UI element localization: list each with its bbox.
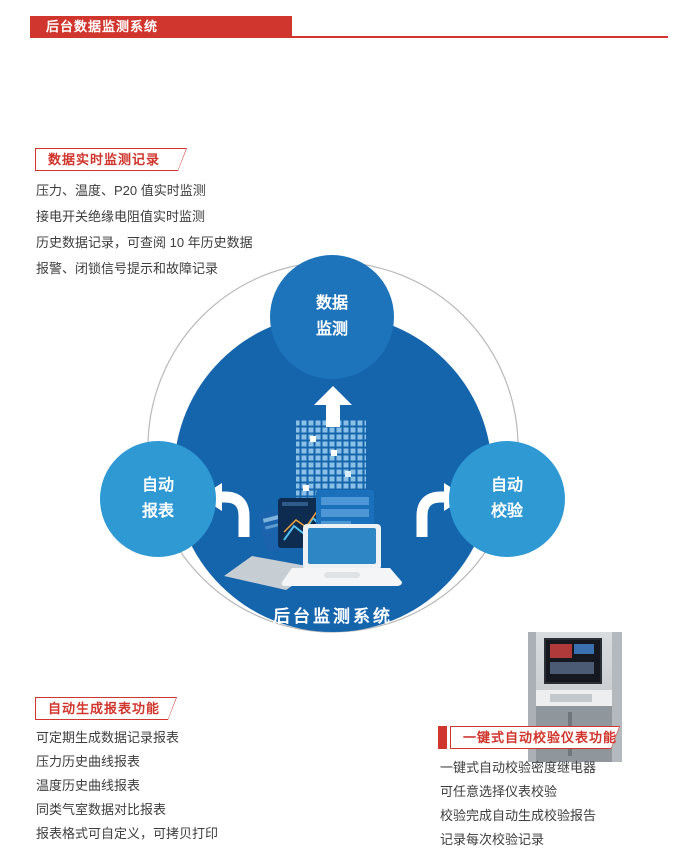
tag-calibration: 一键式自动校验仪表功能 [438,726,620,749]
text-line: 同类气室数据对比报表 [36,802,167,817]
photo-keyboard [550,694,592,702]
node-auto-calibration: 自动 校验 [449,441,565,557]
report-lines: 可定期生成数据记录报表 压力历史曲线报表 温度历史曲线报表 同类气室数据对比报表… [36,726,218,846]
tag-monitor-shape [35,148,187,171]
header-bar: 后台数据监测系统 [30,16,292,38]
page-title: 后台数据监测系统 [46,19,159,34]
tag-report-label: 自动生成报表功能 [48,701,161,716]
tag-report-shape-inner [36,698,176,719]
tag-monitor-shape-inner [36,149,186,170]
node-label-line: 监测 [315,321,348,338]
node-label-line: 校验 [490,503,523,520]
tag-calibration-shape-inner [451,727,619,748]
photo-screen-region [550,644,572,658]
photo-monitor [544,638,602,684]
text-line: 接电开关绝缘电阻值实时监测 [36,209,206,224]
text-line: 校验完成自动生成校验报告 [440,808,597,823]
node-label-line: 数据 [315,295,348,312]
photo-cabinet-right [612,632,622,762]
tag-report: 自动生成报表功能 [35,697,177,720]
photo-screen-region [550,662,594,674]
node-label-line: 报表 [141,503,174,520]
tag-report-shape [35,697,177,720]
text-line: 记录每次校验记录 [440,832,545,847]
photo-cabinet-left [528,632,536,762]
node-label-line: 自动 [141,477,174,494]
diagram-title: 后台监测系统 [273,607,393,626]
text-line: 温度历史曲线报表 [36,778,141,793]
node-data-monitoring: 数据 监测 [270,255,394,379]
node-auto-report: 自动 报表 [100,441,216,557]
tag-calibration-label: 一键式自动校验仪表功能 [463,730,618,745]
tag-monitor: 数据实时监测记录 [35,148,187,171]
text-line: 可定期生成数据记录报表 [36,730,180,745]
monitor-lines: 压力、温度、P20 值实时监测 接电开关绝缘电阻值实时监测 历史数据记录，可查阅… [36,178,253,282]
node-label-line: 自动 [490,477,523,494]
text-line: 压力历史曲线报表 [36,754,141,769]
text-line: 可任意选择仪表校验 [440,784,558,799]
text-line: 报表格式可自定义，可拷贝打印 [36,826,219,841]
calibration-lines: 一键式自动校验密度继电器 可任意选择仪表校验 校验完成自动生成校验报告 记录每次… [440,756,596,852]
photo-screen-region [574,644,594,654]
text-line: 历史数据记录，可查阅 10 年历史数据 [36,235,253,250]
text-line: 报警、闭锁信号提示和故障记录 [36,261,219,276]
tag-calibration-bar [438,726,447,749]
text-line: 一键式自动校验密度继电器 [440,760,597,775]
text-line: 压力、温度、P20 值实时监测 [36,183,206,198]
header-rule [30,36,668,38]
tag-monitor-label: 数据实时监测记录 [48,152,161,167]
tag-calibration-shape [450,726,620,749]
